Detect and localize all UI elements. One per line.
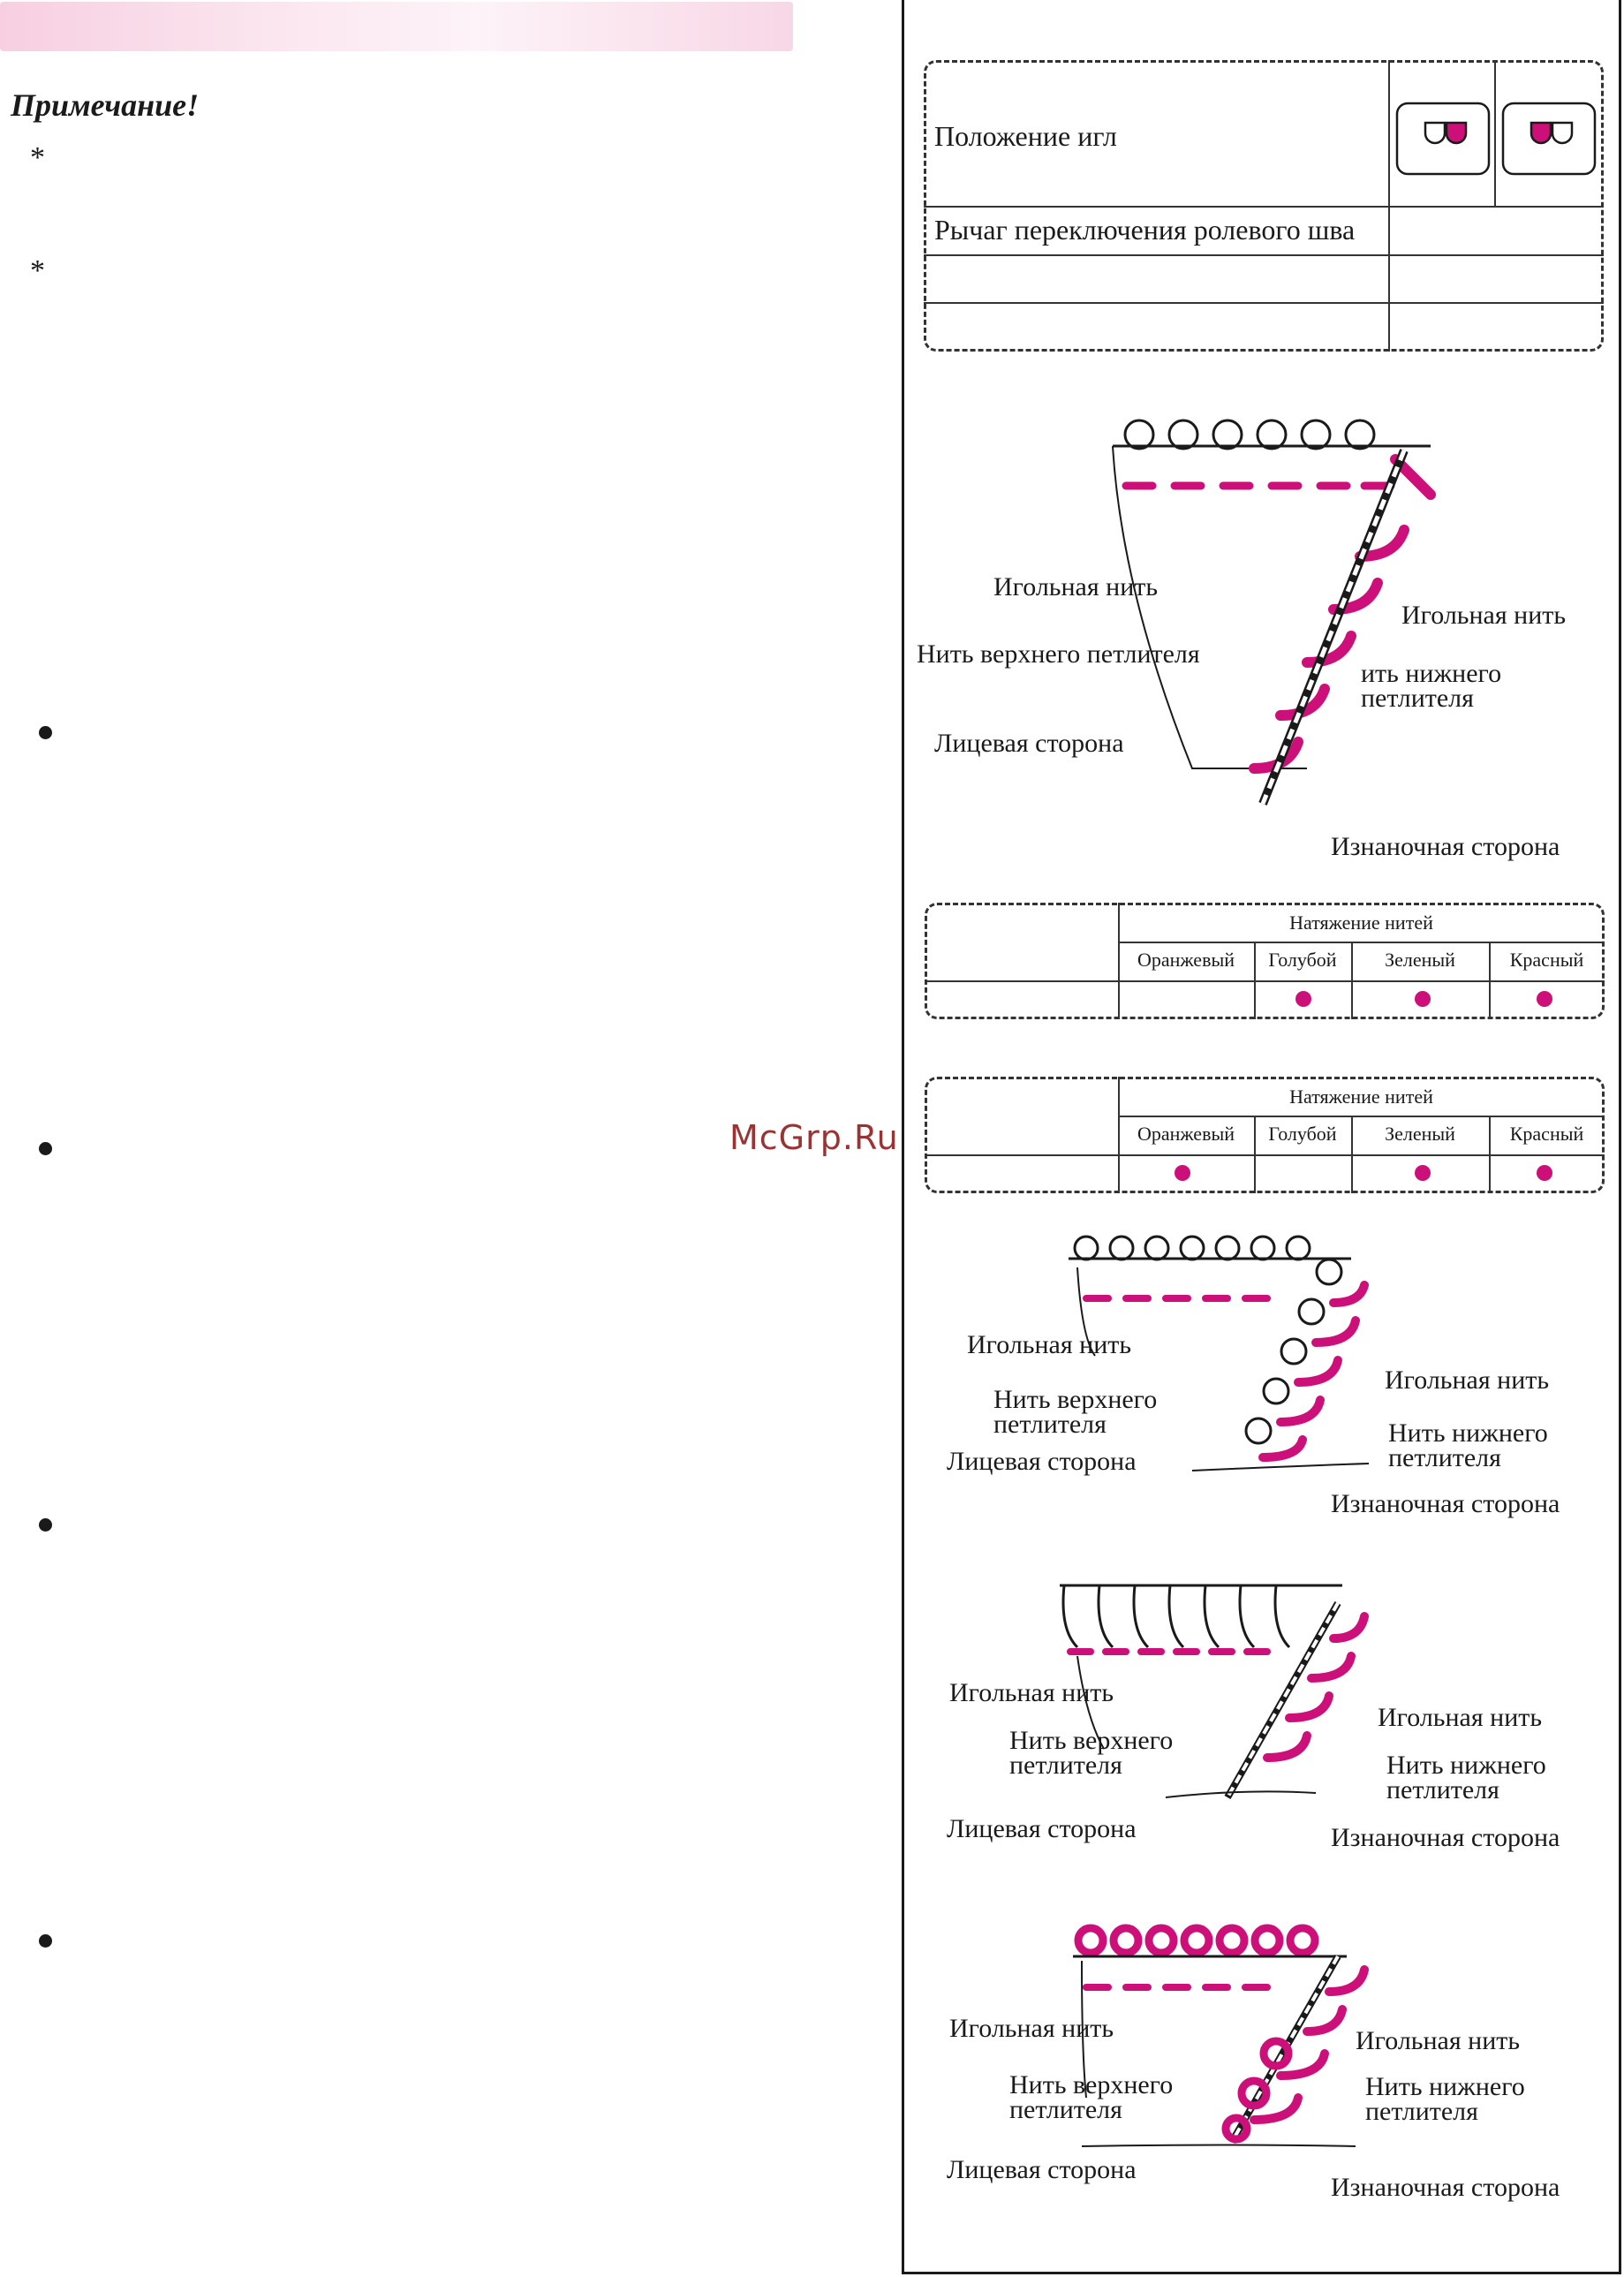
d3-upper-looper-2: петлителя bbox=[1009, 1751, 1122, 1780]
d3-lower-looper-2: петлителя bbox=[1386, 1775, 1499, 1804]
d1-needle-thread-left: Игольная нить bbox=[993, 572, 1159, 601]
d4-needle-thread-right: Игольная нить bbox=[1356, 2026, 1521, 2055]
watermark: McGrp.Ru bbox=[729, 1118, 899, 1157]
t2-header: Натяжение нитей bbox=[1289, 1086, 1433, 1108]
d4-upper-looper-2: петлителя bbox=[1009, 2095, 1122, 2124]
t1-col-green: Зеленый bbox=[1385, 949, 1455, 971]
d4-upper-looper-1: Нить верхнего bbox=[1009, 2070, 1174, 2099]
d3-needle-thread-left: Игольная нить bbox=[949, 1678, 1114, 1707]
d3-needle-thread-right: Игольная нить bbox=[1378, 1703, 1543, 1732]
note-asterisk-1: * bbox=[30, 141, 45, 174]
d3-lower-looper-1: Нить нижнего bbox=[1386, 1751, 1546, 1780]
t2-col-blue: Голубой bbox=[1268, 1123, 1337, 1145]
d1-lower-looper-2: петлителя bbox=[1361, 684, 1474, 713]
t2-col-green: Зеленый bbox=[1385, 1123, 1455, 1145]
d2-upper-looper-2: петлителя bbox=[993, 1410, 1107, 1439]
d1-lower-looper-1: ить нижнего bbox=[1361, 659, 1502, 688]
d2-lower-looper-1: Нить нижнего bbox=[1388, 1418, 1548, 1448]
d2-needle-thread-left: Игольная нить bbox=[967, 1330, 1132, 1359]
t2-green-mark bbox=[1415, 1165, 1431, 1181]
d2-upper-looper-1: Нить верхнего bbox=[993, 1385, 1158, 1414]
stitch-diagram-1 bbox=[1112, 419, 1436, 806]
bullet-3 bbox=[39, 1518, 52, 1532]
d4-needle-thread-left: Игольная нить bbox=[949, 2014, 1114, 2043]
note-asterisk-2: * bbox=[30, 254, 45, 287]
rolled-hem-lever-label: Рычаг переключения ролевого шва bbox=[934, 214, 1356, 246]
t2-red-mark bbox=[1537, 1165, 1552, 1181]
d1-upper-looper: Нить верхнего петлителя bbox=[917, 639, 1200, 669]
d3-back-side: Изнаночная сторона bbox=[1331, 1823, 1560, 1852]
t1-col-blue: Голубой bbox=[1268, 949, 1337, 971]
d4-back-side: Изнаночная сторона bbox=[1331, 2173, 1560, 2202]
t1-blue-mark bbox=[1295, 991, 1311, 1007]
d1-needle-thread-right: Игольная нить bbox=[1401, 601, 1567, 630]
tension-table-1 bbox=[925, 903, 1605, 1019]
bullet-2 bbox=[39, 1142, 52, 1155]
d4-face-side: Лицевая сторона bbox=[947, 2155, 1137, 2184]
t1-green-mark bbox=[1415, 991, 1431, 1007]
d1-back-side: Изнаночная сторона bbox=[1331, 832, 1560, 861]
d3-face-side: Лицевая сторона bbox=[947, 1814, 1137, 1843]
needle-position-label: Положение игл bbox=[934, 120, 1117, 152]
bullet-1 bbox=[39, 726, 52, 739]
t2-orange-mark bbox=[1175, 1165, 1190, 1181]
tension-table-2 bbox=[925, 1077, 1605, 1193]
stitch-diagram-2 bbox=[1069, 1235, 1370, 1471]
d2-back-side: Изнаночная сторона bbox=[1331, 1489, 1560, 1518]
bullet-4 bbox=[39, 1934, 52, 1948]
header-banner bbox=[0, 2, 793, 51]
stitch-diagram-4 bbox=[1073, 1924, 1369, 2147]
stitch-diagram-3 bbox=[1060, 1584, 1369, 1799]
t2-col-orange: Оранжевый bbox=[1137, 1123, 1235, 1145]
t1-header: Натяжение нитей bbox=[1289, 912, 1433, 934]
t1-col-orange: Оранжевый bbox=[1137, 949, 1235, 971]
settings-panel bbox=[902, 0, 1621, 2274]
d3-upper-looper-1: Нить верхнего bbox=[1009, 1726, 1174, 1755]
d4-lower-looper-2: петлителя bbox=[1365, 2097, 1478, 2126]
t2-col-red: Красный bbox=[1509, 1123, 1584, 1145]
d2-face-side: Лицевая сторона bbox=[947, 1447, 1137, 1476]
t1-col-red: Красный bbox=[1509, 949, 1584, 971]
d1-face-side: Лицевая сторона bbox=[934, 729, 1124, 758]
d2-lower-looper-2: петлителя bbox=[1388, 1443, 1501, 1472]
note-title: Примечание! bbox=[11, 87, 200, 123]
needle-position-left-icon bbox=[1501, 102, 1597, 176]
t1-red-mark bbox=[1537, 991, 1552, 1007]
d2-needle-thread-right: Игольная нить bbox=[1385, 1365, 1550, 1395]
d4-lower-looper-1: Нить нижнего bbox=[1365, 2072, 1525, 2101]
needle-position-right-icon bbox=[1395, 102, 1491, 176]
